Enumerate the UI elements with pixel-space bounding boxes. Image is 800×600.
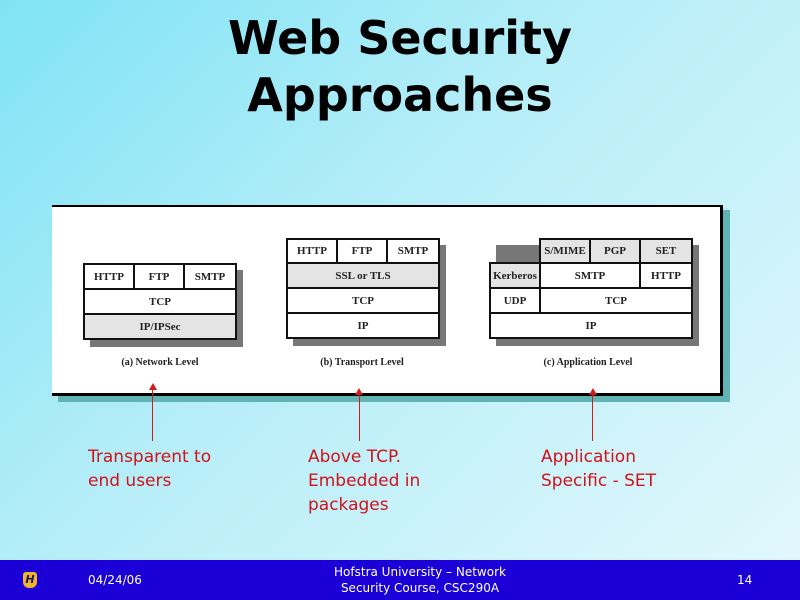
cell-c-udp: UDP bbox=[489, 287, 541, 314]
cell-c-kerberos: Kerberos bbox=[489, 262, 541, 289]
arrow-head-application bbox=[589, 388, 597, 395]
slide-title: Web Security Approaches bbox=[0, 10, 800, 124]
arrow-transport bbox=[359, 394, 360, 441]
cell-a-ipsec: IP/IPSec bbox=[83, 313, 237, 340]
note-network-level: Transparent to end users bbox=[88, 447, 212, 491]
cell-b-ftp: FTP bbox=[336, 238, 388, 264]
cell-b-smtp: SMTP bbox=[386, 238, 440, 264]
caption-network-level: (a) Network Level bbox=[121, 357, 199, 368]
cell-c-smtp: SMTP bbox=[539, 262, 641, 289]
footer-date: 04/24/06 bbox=[88, 573, 142, 587]
caption-transport-level: (b) Transport Level bbox=[320, 357, 404, 368]
cell-c-ip: IP bbox=[489, 312, 693, 339]
cell-c-http: HTTP bbox=[639, 262, 693, 289]
cell-a-http: HTTP bbox=[83, 263, 135, 290]
hofstra-logo-icon: H bbox=[23, 572, 37, 588]
cell-b-http: HTTP bbox=[286, 238, 338, 264]
cell-b-ip: IP bbox=[286, 312, 440, 339]
cell-c-smime: S/MIME bbox=[539, 238, 591, 264]
cell-a-smtp: SMTP bbox=[183, 263, 237, 290]
footer-course-text: Hofstra University – Network Security Co… bbox=[334, 565, 506, 595]
cell-a-ftp: FTP bbox=[133, 263, 185, 290]
arrow-network bbox=[152, 389, 153, 441]
cell-c-pgp: PGP bbox=[589, 238, 641, 264]
slide-footer: H 04/24/06 Hofstra University – Network … bbox=[0, 560, 800, 600]
slide-title-line-1: Web Security bbox=[227, 11, 572, 65]
cell-b-tcp: TCP bbox=[286, 287, 440, 314]
arrow-head-transport bbox=[355, 388, 363, 395]
slide-title-line-2: Approaches bbox=[247, 68, 553, 122]
cell-c-tcp: TCP bbox=[539, 287, 693, 314]
caption-application-level: (c) Application Level bbox=[543, 357, 633, 368]
note-transport-level: Above TCP. Embedded in packages bbox=[308, 447, 421, 515]
cell-c-set: SET bbox=[639, 238, 693, 264]
arrow-application bbox=[592, 394, 593, 441]
cell-b-ssl-tls: SSL or TLS bbox=[286, 262, 440, 289]
footer-page-number: 14 bbox=[737, 573, 753, 587]
note-application-level: Application Specific - SET bbox=[541, 447, 657, 491]
cell-a-tcp: TCP bbox=[83, 288, 237, 315]
arrow-head-network bbox=[149, 383, 157, 390]
